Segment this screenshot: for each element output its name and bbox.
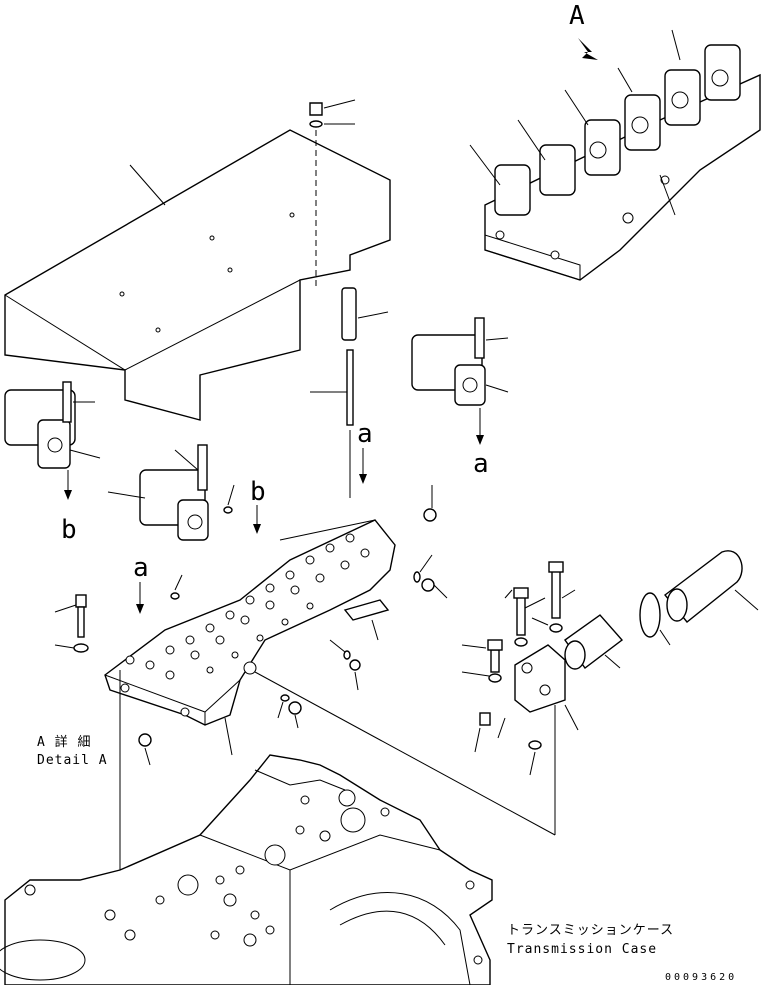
plugs-and-orings [138, 484, 448, 766]
reference-lines [119, 670, 556, 900]
case-label-en: Transmission Case [507, 942, 657, 957]
valve-assembly-detail-a: A [469, 1, 761, 281]
solenoid-valve-left [4, 381, 101, 500]
gasket [343, 599, 390, 621]
filter-housing [514, 644, 566, 713]
bolt [551, 567, 561, 619]
washer [73, 643, 89, 653]
filter-assembly [461, 550, 759, 776]
main-valve-body [104, 519, 396, 756]
drawing-number: 00093620 [665, 972, 737, 983]
bolt [474, 317, 485, 359]
marker-b-center: b [250, 477, 266, 507]
detail-view-letter: A [569, 1, 585, 31]
bolt-head [75, 594, 87, 608]
marker-a-top: a [357, 419, 373, 449]
solenoid-valve-right [411, 317, 509, 445]
plug [479, 712, 491, 726]
bolt [490, 649, 500, 673]
view-arrow-icon [578, 38, 598, 60]
detail-caption-en: Detail A [37, 753, 108, 768]
marker-a-right: a [473, 449, 489, 479]
sleeve [341, 287, 357, 341]
valve-cover [4, 129, 391, 421]
o-ring [639, 592, 661, 638]
case-label-jp: トランスミッションケース [507, 923, 674, 938]
stud-bolt [346, 349, 354, 426]
marker-b-left: b [61, 515, 77, 545]
transmission-case [0, 754, 493, 985]
valve-body-ports [120, 533, 370, 717]
marker-a-left: a [133, 553, 149, 583]
bolt [197, 444, 208, 491]
solenoid-valve-stack [494, 44, 741, 216]
nut [309, 102, 323, 116]
washer [309, 120, 323, 128]
bolt-washer-left [54, 594, 89, 653]
bolt [516, 594, 526, 636]
detail-caption-jp: A 詳 細 [37, 734, 91, 750]
solenoid-valve-center [107, 444, 209, 541]
fasteners-top [309, 99, 389, 498]
bolt [62, 381, 72, 423]
